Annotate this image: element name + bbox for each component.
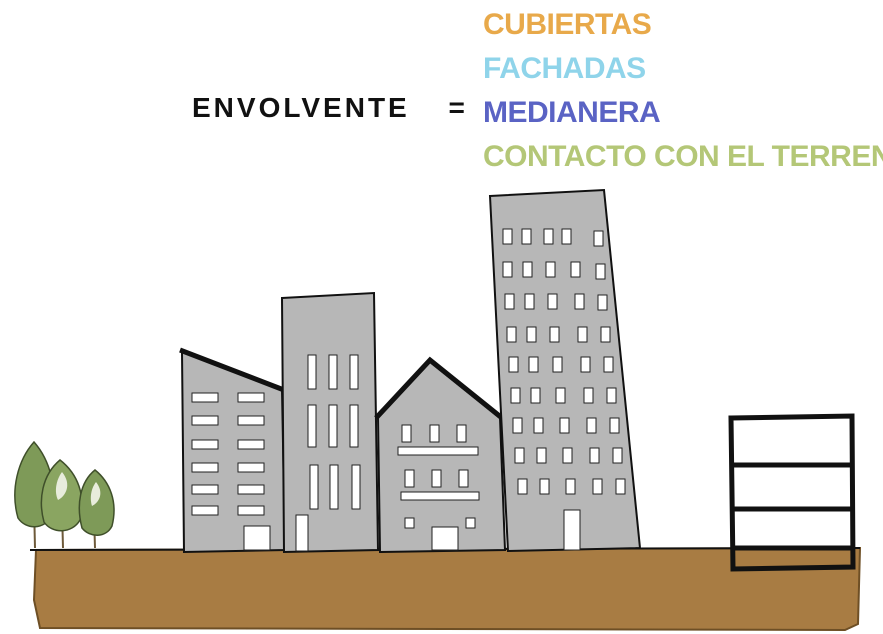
term-party-wall: MEDIANERA (483, 96, 661, 129)
building-4 (488, 188, 642, 553)
term-ground-contact: CONTACTO CON EL TERRENO (483, 140, 883, 173)
building-3 (374, 356, 507, 554)
building-1 (179, 347, 287, 554)
trees (14, 440, 115, 549)
equals-sign: = (448, 92, 468, 123)
ground-terrain (32, 546, 862, 632)
term-facades: FACHADAS (483, 52, 646, 85)
structure-frame (728, 413, 856, 572)
term-roofs: CUBIERTAS (483, 8, 652, 41)
envelope-label: ENVOLVENTE (192, 92, 410, 123)
building-2 (280, 291, 380, 554)
envelope-equation: ENVOLVENTE = (192, 92, 468, 124)
tree-3 (78, 469, 115, 536)
